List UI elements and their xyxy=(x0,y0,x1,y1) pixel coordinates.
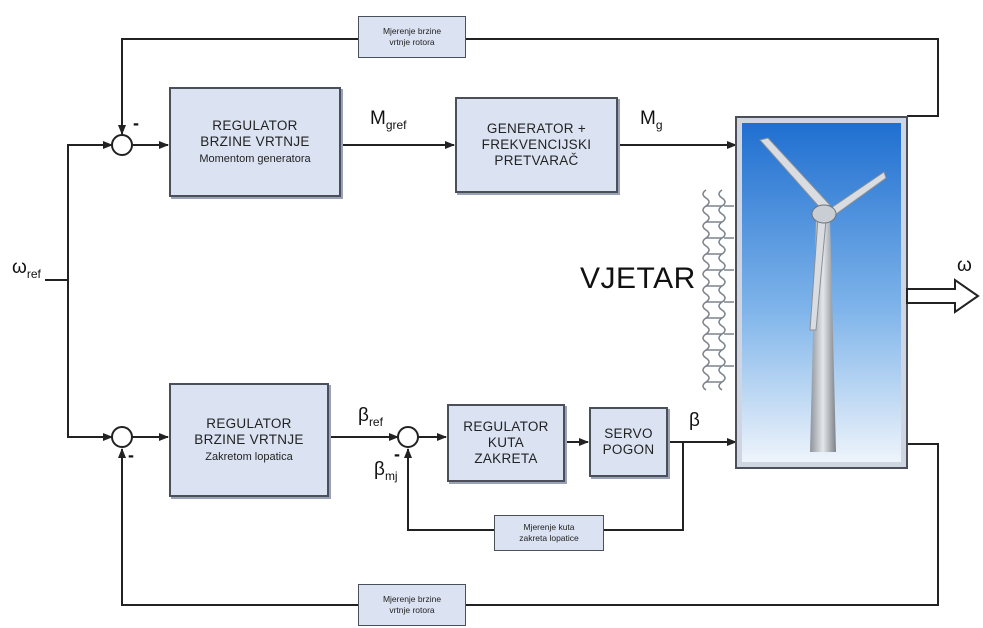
rotor-speed-measurement-top: Mjerenje brzine vrtnje rotora xyxy=(358,16,466,58)
minus-sign-top: - xyxy=(133,113,139,133)
m-gref-label: Mgref xyxy=(370,108,407,132)
generator-converter-block: GENERATOR + FREKVENCIJSKI PRETVARAČ xyxy=(455,97,618,193)
measure-top-line1: Mjerenje brzine xyxy=(382,26,442,36)
speed-regulator-pitch-block: REGULATOR BRZINE VRTNJE Zakretom lopatic… xyxy=(169,383,329,497)
generator-line1: GENERATOR + xyxy=(486,121,587,136)
measure-bottom-line2: vrtnje rotora xyxy=(389,605,435,615)
measure-bottom-line1: Mjerenje brzine xyxy=(382,594,442,604)
omega-ref-branch-top xyxy=(67,141,113,280)
servo-line2: POGON xyxy=(602,442,655,457)
omega-ref-branch-bottom xyxy=(67,280,113,441)
servo-drive-block: SERVO POGON xyxy=(589,407,668,477)
turbine-hub xyxy=(811,204,837,224)
reg-torque-line1: REGULATOR xyxy=(212,117,298,133)
beta-mj-label: βmj xyxy=(374,459,398,483)
wind-streamlines-icon xyxy=(702,189,734,391)
summing-junction-bottom xyxy=(111,426,133,448)
omega-output-label: ω xyxy=(957,255,972,276)
reg-angle-line2: KUTA xyxy=(487,435,525,450)
measure-pitch-line1: Mjerenje kuta xyxy=(523,522,575,532)
reg-angle-line3: ZAKRETA xyxy=(474,451,538,466)
measure-top-line2: vrtnje rotora xyxy=(389,37,435,47)
reg-angle-line1: REGULATOR xyxy=(463,419,549,434)
beta-label: β xyxy=(689,410,700,431)
minus-sign-bottom: - xyxy=(128,445,134,465)
summing-junction-top xyxy=(111,134,133,156)
feedback-line-top xyxy=(118,38,939,135)
minus-sign-pitch: - xyxy=(394,444,400,464)
measure-pitch-line2: zakreta lopatice xyxy=(519,533,579,543)
omega-output-arrow-icon xyxy=(906,278,980,314)
generator-line3: PRETVARAČ xyxy=(494,153,579,168)
feedback-line-bottom xyxy=(118,443,939,606)
wind-label: VJETAR xyxy=(580,262,696,295)
reg-pitch-line2: BRZINE VRTNJE xyxy=(194,431,304,447)
reg-pitch-line3: Zakretom lopatica xyxy=(205,450,293,463)
generator-line2: FREKVENCIJSKI xyxy=(481,137,592,152)
rotor-speed-measurement-bottom: Mjerenje brzine vrtnje rotora xyxy=(358,584,466,626)
reg-pitch-line1: REGULATOR xyxy=(206,415,292,431)
reg-torque-line3: Momentom generatora xyxy=(199,152,311,165)
servo-line1: SERVO xyxy=(604,426,653,441)
speed-regulator-torque-block: REGULATOR BRZINE VRTNJE Momentom generat… xyxy=(169,87,341,197)
omega-ref-label: ωref xyxy=(12,257,41,281)
reg-torque-line2: BRZINE VRTNJE xyxy=(200,133,310,149)
summing-junction-pitch xyxy=(397,426,419,448)
pitch-angle-measurement: Mjerenje kuta zakreta lopatice xyxy=(494,515,604,551)
m-g-label: Mg xyxy=(640,108,663,132)
beta-ref-label: βref xyxy=(358,405,383,429)
angle-regulator-block: REGULATOR KUTA ZAKRETA xyxy=(447,404,565,482)
